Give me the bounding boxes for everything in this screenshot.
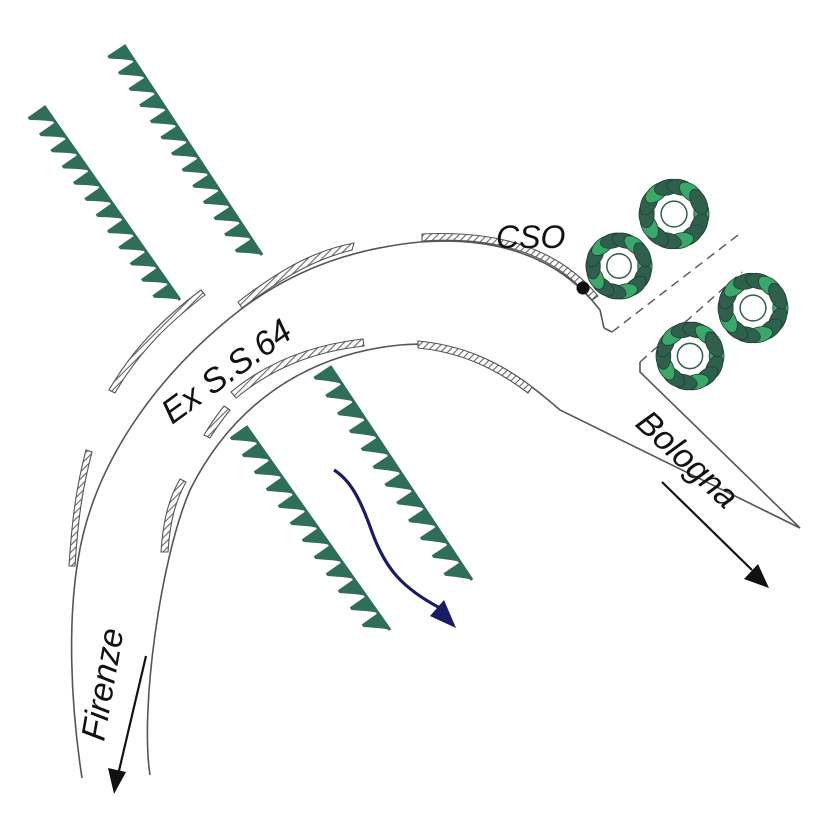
guard-rail: [160, 478, 187, 553]
south-destination-label: Firenze: [74, 625, 131, 743]
bank-tooth: [224, 222, 252, 239]
vegetation: [585, 178, 789, 391]
bank-tooth: [361, 613, 390, 630]
guard-rails: [68, 232, 599, 567]
bank-tooth: [202, 190, 231, 207]
bank-tooth: [234, 238, 262, 255]
bank-tooth: [325, 562, 354, 579]
bank-tooth: [384, 473, 413, 491]
flow-arrow-icon: [333, 468, 456, 628]
guard-rail: [108, 289, 206, 394]
guard-rail: [230, 338, 365, 399]
bank-tooth: [372, 455, 401, 473]
bank-tooth: [431, 544, 461, 563]
bank-tooth: [408, 508, 437, 527]
bank-tooth: [289, 511, 318, 528]
bank-tooth: [170, 141, 199, 159]
bank-tooth: [337, 579, 366, 596]
guard-rail: [203, 405, 231, 439]
bank-tooth: [325, 383, 354, 402]
crown-center: [606, 253, 632, 279]
bank-tooth: [72, 170, 101, 187]
bank-tooth: [95, 203, 124, 220]
crown-center: [739, 294, 767, 322]
bank-tooth: [160, 125, 188, 142]
bank-tooth: [396, 490, 425, 509]
bank-tooth: [106, 219, 135, 236]
bank-tooth: [348, 419, 378, 438]
tree-crown-icon: [655, 321, 725, 391]
guard-rail: [68, 449, 93, 567]
road-inner-edge: [146, 343, 801, 776]
bank-tooth: [265, 477, 294, 494]
bank-tooth: [337, 401, 366, 420]
bank-tooth: [140, 267, 169, 284]
bank-tooth: [192, 174, 220, 191]
bank-tooth: [118, 235, 146, 252]
tree-crown-icon: [638, 178, 710, 250]
bank-tooth: [253, 460, 282, 477]
stream-bank-icon: [229, 365, 474, 631]
bank-tooth: [313, 366, 342, 384]
bank-tooth: [152, 283, 180, 300]
leaf: [704, 331, 724, 358]
direction-arrow-bologna: [661, 481, 769, 588]
stream-channels: [27, 44, 474, 631]
outfall-label: CSO: [496, 219, 565, 255]
bank-tooth: [349, 596, 378, 613]
bank-tooth: [241, 443, 270, 460]
bank-tooth: [419, 526, 449, 545]
bank-tooth: [313, 545, 342, 562]
bank-tooth: [107, 45, 135, 62]
bank-tooth: [27, 106, 56, 123]
bank-tooth: [38, 122, 67, 139]
bank-tooth: [128, 77, 156, 94]
bank-tooth: [443, 562, 472, 580]
bank-tooth: [360, 437, 390, 456]
bank-tooth: [213, 206, 241, 223]
outfall-point-icon: [576, 281, 590, 295]
leaf: [689, 188, 709, 216]
bank-tooth: [139, 93, 167, 110]
bank-tooth: [229, 426, 258, 443]
crown-center: [676, 342, 704, 370]
tree-crown-icon: [717, 272, 789, 344]
road-side-branch-edge: [603, 327, 613, 333]
bank-tooth: [301, 528, 330, 545]
bank-tooth: [129, 251, 158, 268]
tree-crown-icon: [585, 232, 653, 300]
leaf: [768, 282, 788, 310]
guard-rail: [421, 232, 599, 301]
bank-tooth: [50, 138, 78, 155]
stream-bank-icon: [27, 44, 264, 301]
leaf: [633, 242, 652, 268]
bank-tooth: [84, 186, 112, 203]
bank-tooth: [181, 158, 209, 175]
ditch-edge-upper: [611, 231, 743, 333]
crown-center: [660, 200, 688, 228]
direction-arrow-firenze: [108, 655, 148, 794]
guard-rail: [417, 340, 533, 394]
east-destination-label: Bologna: [629, 403, 746, 516]
road-outer-edge: [70, 240, 605, 779]
bank-tooth: [117, 61, 146, 78]
bank-tooth: [277, 494, 306, 511]
bank-tooth: [61, 154, 90, 171]
guard-rail: [237, 242, 355, 309]
bank-tooth: [149, 109, 178, 126]
road-east-branch-edge: [639, 362, 801, 529]
